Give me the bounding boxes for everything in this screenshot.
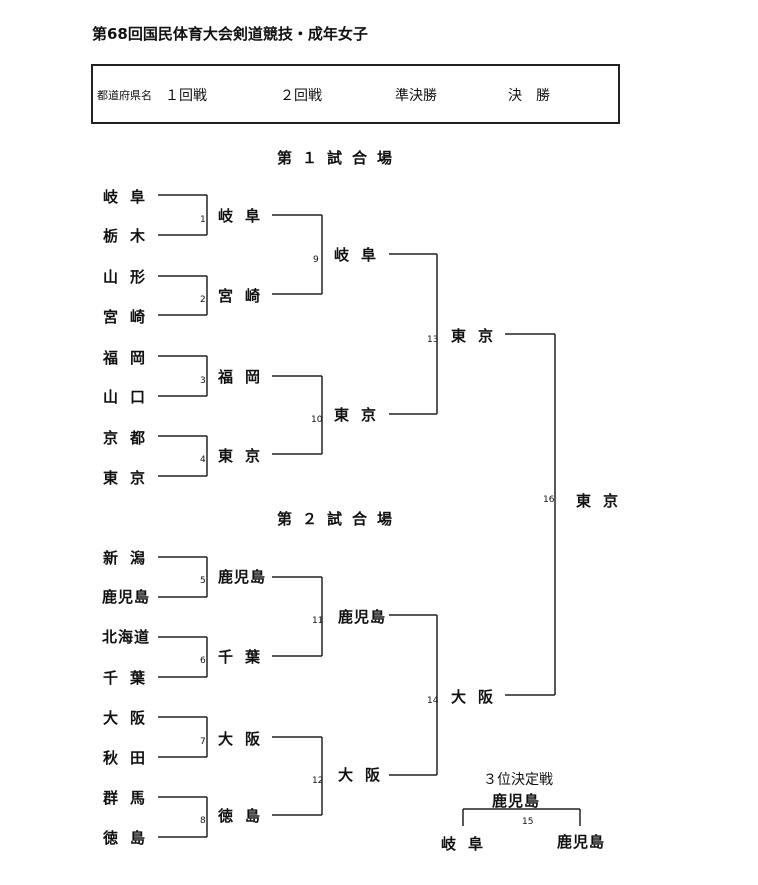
entrant-name: 徳島	[103, 829, 158, 847]
page-title: 第68回国民体育大会剣道競技・成年女子	[92, 25, 368, 43]
entrant-name: 鹿児島	[102, 588, 151, 606]
header-prefecture: 都道府県名	[97, 89, 152, 102]
round1-winner: 宮崎	[218, 287, 273, 305]
header-round2: ２回戦	[280, 88, 322, 104]
entrant-name: 秋田	[103, 749, 158, 767]
header-final: 決 勝	[508, 88, 550, 104]
entrant-name: 大阪	[103, 709, 158, 727]
round1-winner: 大阪	[218, 730, 273, 748]
entrant-name: 北海道	[102, 628, 151, 646]
round1-winner: 千葉	[218, 648, 273, 666]
round1-winner: 徳島	[218, 807, 273, 825]
third-place-label: ３位決定戦	[483, 772, 553, 788]
match-number: 5	[200, 576, 206, 586]
entrant-name: 宮崎	[103, 308, 158, 326]
match-number: 8	[200, 816, 206, 826]
match-number: 11	[312, 616, 324, 626]
match-number: 12	[312, 776, 324, 786]
match-number: 13	[427, 335, 439, 345]
round2-winner: 東京	[334, 406, 389, 424]
entrant-name: 京都	[103, 429, 158, 447]
match-number: 4	[200, 455, 206, 465]
champion: 東京	[576, 492, 631, 510]
header-round1: １回戦	[165, 88, 207, 104]
match-number: 6	[200, 656, 206, 666]
match-number: 10	[311, 415, 323, 425]
semifinal-winner: 東京	[451, 327, 506, 345]
venue-1-title: 第１試合場	[277, 149, 403, 167]
round-header-box	[91, 64, 620, 124]
entrant-name: 栃木	[103, 227, 158, 245]
round2-winner: 鹿児島	[338, 608, 387, 626]
entrant-name: 新潟	[103, 549, 158, 567]
header-semifinal: 準決勝	[395, 88, 437, 104]
entrant-name: 福岡	[103, 349, 158, 367]
round1-winner: 鹿児島	[218, 568, 267, 586]
match-number: 2	[200, 295, 206, 305]
match-number: 16	[543, 495, 555, 505]
round1-winner: 岐阜	[218, 207, 273, 225]
semifinal-winner: 大阪	[451, 688, 506, 706]
round1-winner: 東京	[218, 447, 273, 465]
entrant-name: 群馬	[103, 789, 158, 807]
entrant-name: 東京	[103, 469, 158, 487]
match-number: 3	[200, 376, 206, 386]
venue-2-title: 第２試合場	[277, 510, 403, 528]
match-number: 7	[200, 737, 206, 747]
round2-winner: 大阪	[338, 766, 393, 784]
match-number: 15	[522, 817, 534, 827]
entrant-name: 山口	[103, 388, 158, 406]
round2-winner: 岐阜	[334, 246, 389, 264]
third-place-winner: 鹿児島	[492, 792, 541, 810]
entrant-name: 山形	[103, 268, 158, 286]
entrant-name: 千葉	[103, 669, 158, 687]
third-place-entrant: 鹿児島	[557, 833, 606, 851]
entrant-name: 岐阜	[103, 188, 158, 206]
match-number: 1	[200, 215, 206, 225]
third-place-entrant: 岐阜	[441, 835, 496, 853]
match-number: 14	[427, 696, 439, 706]
match-number: 9	[313, 255, 319, 265]
round1-winner: 福岡	[218, 368, 273, 386]
